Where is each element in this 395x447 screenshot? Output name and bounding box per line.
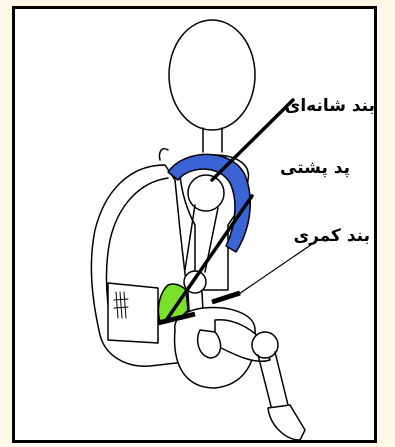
mannequin-shoulder-joint [188,175,224,211]
mannequin-neck [203,128,222,152]
waist-strap-right [212,293,240,302]
mannequin-foot [268,405,305,440]
back-pad-label: پد پشتی [280,158,350,178]
mannequin-head [169,20,255,130]
backpack-top-loop [159,149,168,160]
mannequin-knee [252,332,278,358]
waist-strap-leader [236,240,318,296]
shoulder-strap-label: بند شانه‌ای [285,96,375,116]
waist-strap-label: بند کمری [294,226,371,246]
